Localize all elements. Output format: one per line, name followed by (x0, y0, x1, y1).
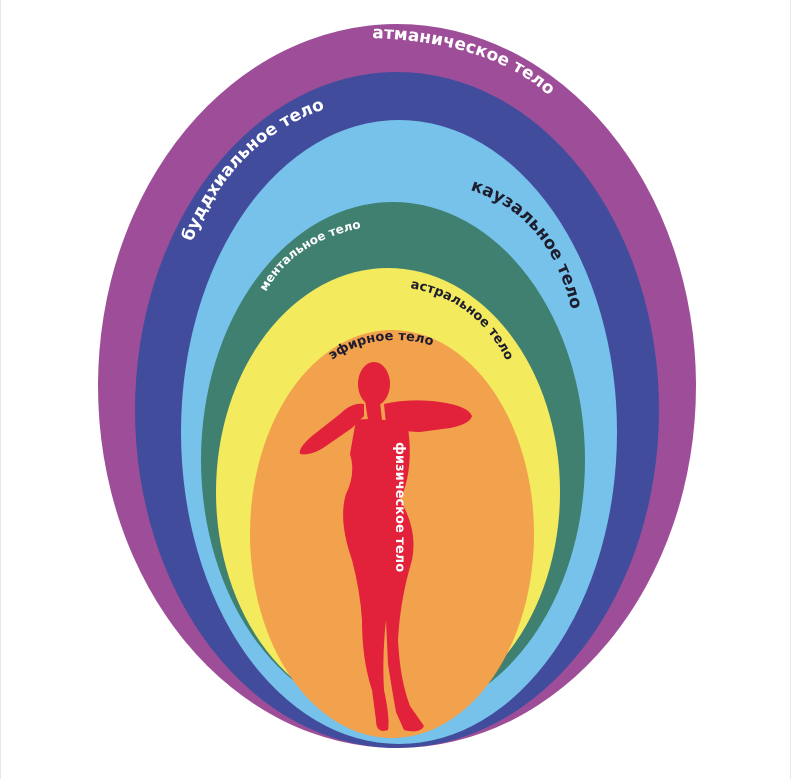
left-border-line (0, 0, 1, 779)
label-physical: физическое тело (392, 442, 407, 572)
physical-body-silhouette (299, 362, 472, 732)
right-border-line (790, 0, 791, 779)
